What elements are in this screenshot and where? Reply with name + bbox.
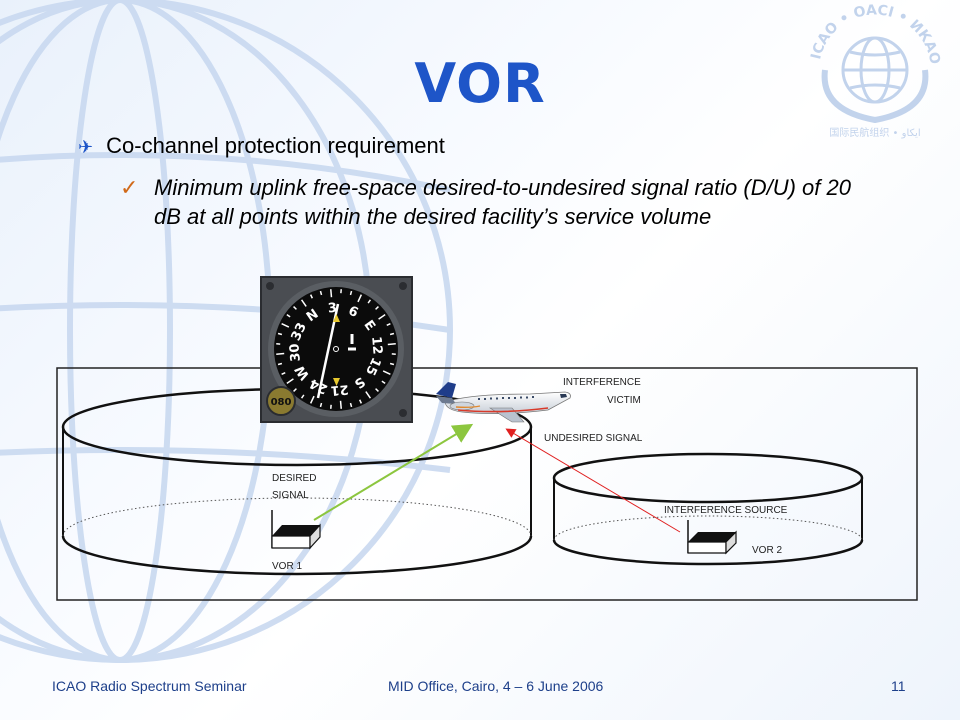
label-vor1: VOR 1 <box>272 561 302 572</box>
vor2-service-volume <box>552 452 864 566</box>
undesired-signal-arrow <box>505 428 681 533</box>
footer-left: ICAO Radio Spectrum Seminar <box>52 678 247 694</box>
slide-title: VOR <box>414 52 546 115</box>
checkmark-bullet-icon: ✓ <box>120 175 139 200</box>
compass-tick <box>357 294 363 303</box>
icao-logo: ICAO • OACI • ИКАО 国际民航组织 • ايكاو <box>808 2 943 139</box>
compass-tick <box>300 394 305 399</box>
compass-tick <box>293 306 297 310</box>
label-signal: SIGNAL <box>272 490 309 501</box>
compass-tick <box>381 380 386 385</box>
compass-tick <box>277 332 283 336</box>
compass-tick <box>378 313 386 320</box>
label-undesired-signal: UNDESIRED SIGNAL <box>544 433 643 444</box>
airplane-icon <box>436 382 571 423</box>
desired-signal-arrow <box>313 423 474 521</box>
compass-tick <box>386 322 391 327</box>
compass-tick <box>319 402 323 408</box>
compass-card-label: 33 <box>289 321 310 344</box>
label-desired: DESIRED <box>272 473 316 484</box>
compass-card-label: 12 <box>368 336 385 355</box>
compass-tick <box>300 299 307 307</box>
compass-tick <box>309 395 315 404</box>
bullet-2-text: Minimum uplink free-space desired-to-und… <box>154 175 851 229</box>
vor1-station-icon <box>271 510 321 550</box>
compass-tick <box>389 362 395 366</box>
compass-tick <box>365 391 372 399</box>
compass-tick <box>286 313 291 318</box>
label-interference-source: INTERFERENCE SOURCE <box>664 505 788 516</box>
compass-card-label: 15 <box>362 355 383 378</box>
compass-tick <box>330 289 333 298</box>
course-knob-value: 080 <box>271 397 292 408</box>
vor2-station-icon <box>687 520 737 555</box>
label-victim: VICTIM <box>607 395 641 406</box>
compass-tick <box>339 400 342 409</box>
compass-card-label: 30 <box>287 343 304 362</box>
compass-tick <box>375 306 379 310</box>
diagram-frame <box>56 367 918 601</box>
airplane-bullet-icon: ✈ <box>78 137 94 157</box>
bullet-level-1: ✈ Co-channel protection requirement <box>78 133 445 159</box>
compass-tick <box>277 362 283 366</box>
compass-tick <box>309 294 314 299</box>
compass-tick <box>387 343 396 346</box>
compass-tick <box>349 402 353 408</box>
compass-tick <box>281 371 286 376</box>
bullet-1-text: Co-channel protection requirement <box>106 133 445 158</box>
compass-tick <box>382 370 391 376</box>
compass-tick <box>286 378 294 385</box>
compass-tick <box>293 388 297 392</box>
compass-tick <box>375 388 379 392</box>
compass-tick <box>319 290 323 296</box>
compass-tick <box>276 352 285 355</box>
label-vor2: VOR 2 <box>752 545 782 556</box>
page-number: 11 <box>891 678 906 694</box>
compass-card-label: 21 <box>330 381 349 398</box>
label-interference: INTERFERENCE <box>563 377 641 388</box>
compass-tick <box>367 299 372 304</box>
compass-card-label: W <box>293 362 314 382</box>
compass-tick <box>389 332 395 336</box>
compass-card-label: 24 <box>308 375 331 396</box>
compass-tick <box>281 322 290 328</box>
logo-lower-text: 国际民航组织 • ايكاو <box>829 126 920 139</box>
compass-tick <box>358 399 363 404</box>
footer-center: MID Office, Cairo, 4 – 6 June 2006 <box>388 678 604 694</box>
compass-card-label: 3 <box>327 301 337 317</box>
compass-tick <box>349 290 353 296</box>
bullet-level-2: ✓ Minimum uplink free-space desired-to-u… <box>120 173 880 231</box>
